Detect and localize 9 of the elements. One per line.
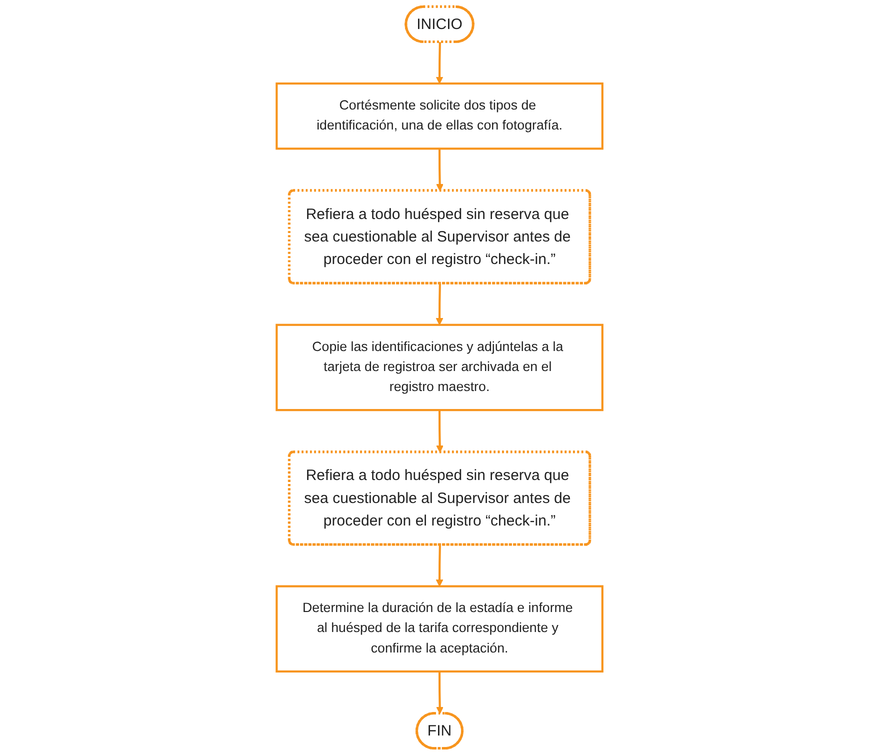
node-box: Copie las identificaciones y adjúntelas a la tarjeta de registroa ser archivada en el registro maestro. — [276, 324, 604, 412]
arrow — [436, 410, 444, 453]
node-box: Determine la duración de la estadía e informe al huésped de la tarifa correspondiente y confirme la aceptación. — [276, 585, 604, 673]
arrow — [436, 671, 444, 714]
arrow — [436, 148, 444, 192]
arrow — [436, 544, 444, 587]
arrow — [436, 284, 444, 326]
arrow — [436, 42, 444, 84]
node-box: Cortésmente solicite dos tipos de identificación, una de ellas con fotografía. — [276, 82, 604, 150]
